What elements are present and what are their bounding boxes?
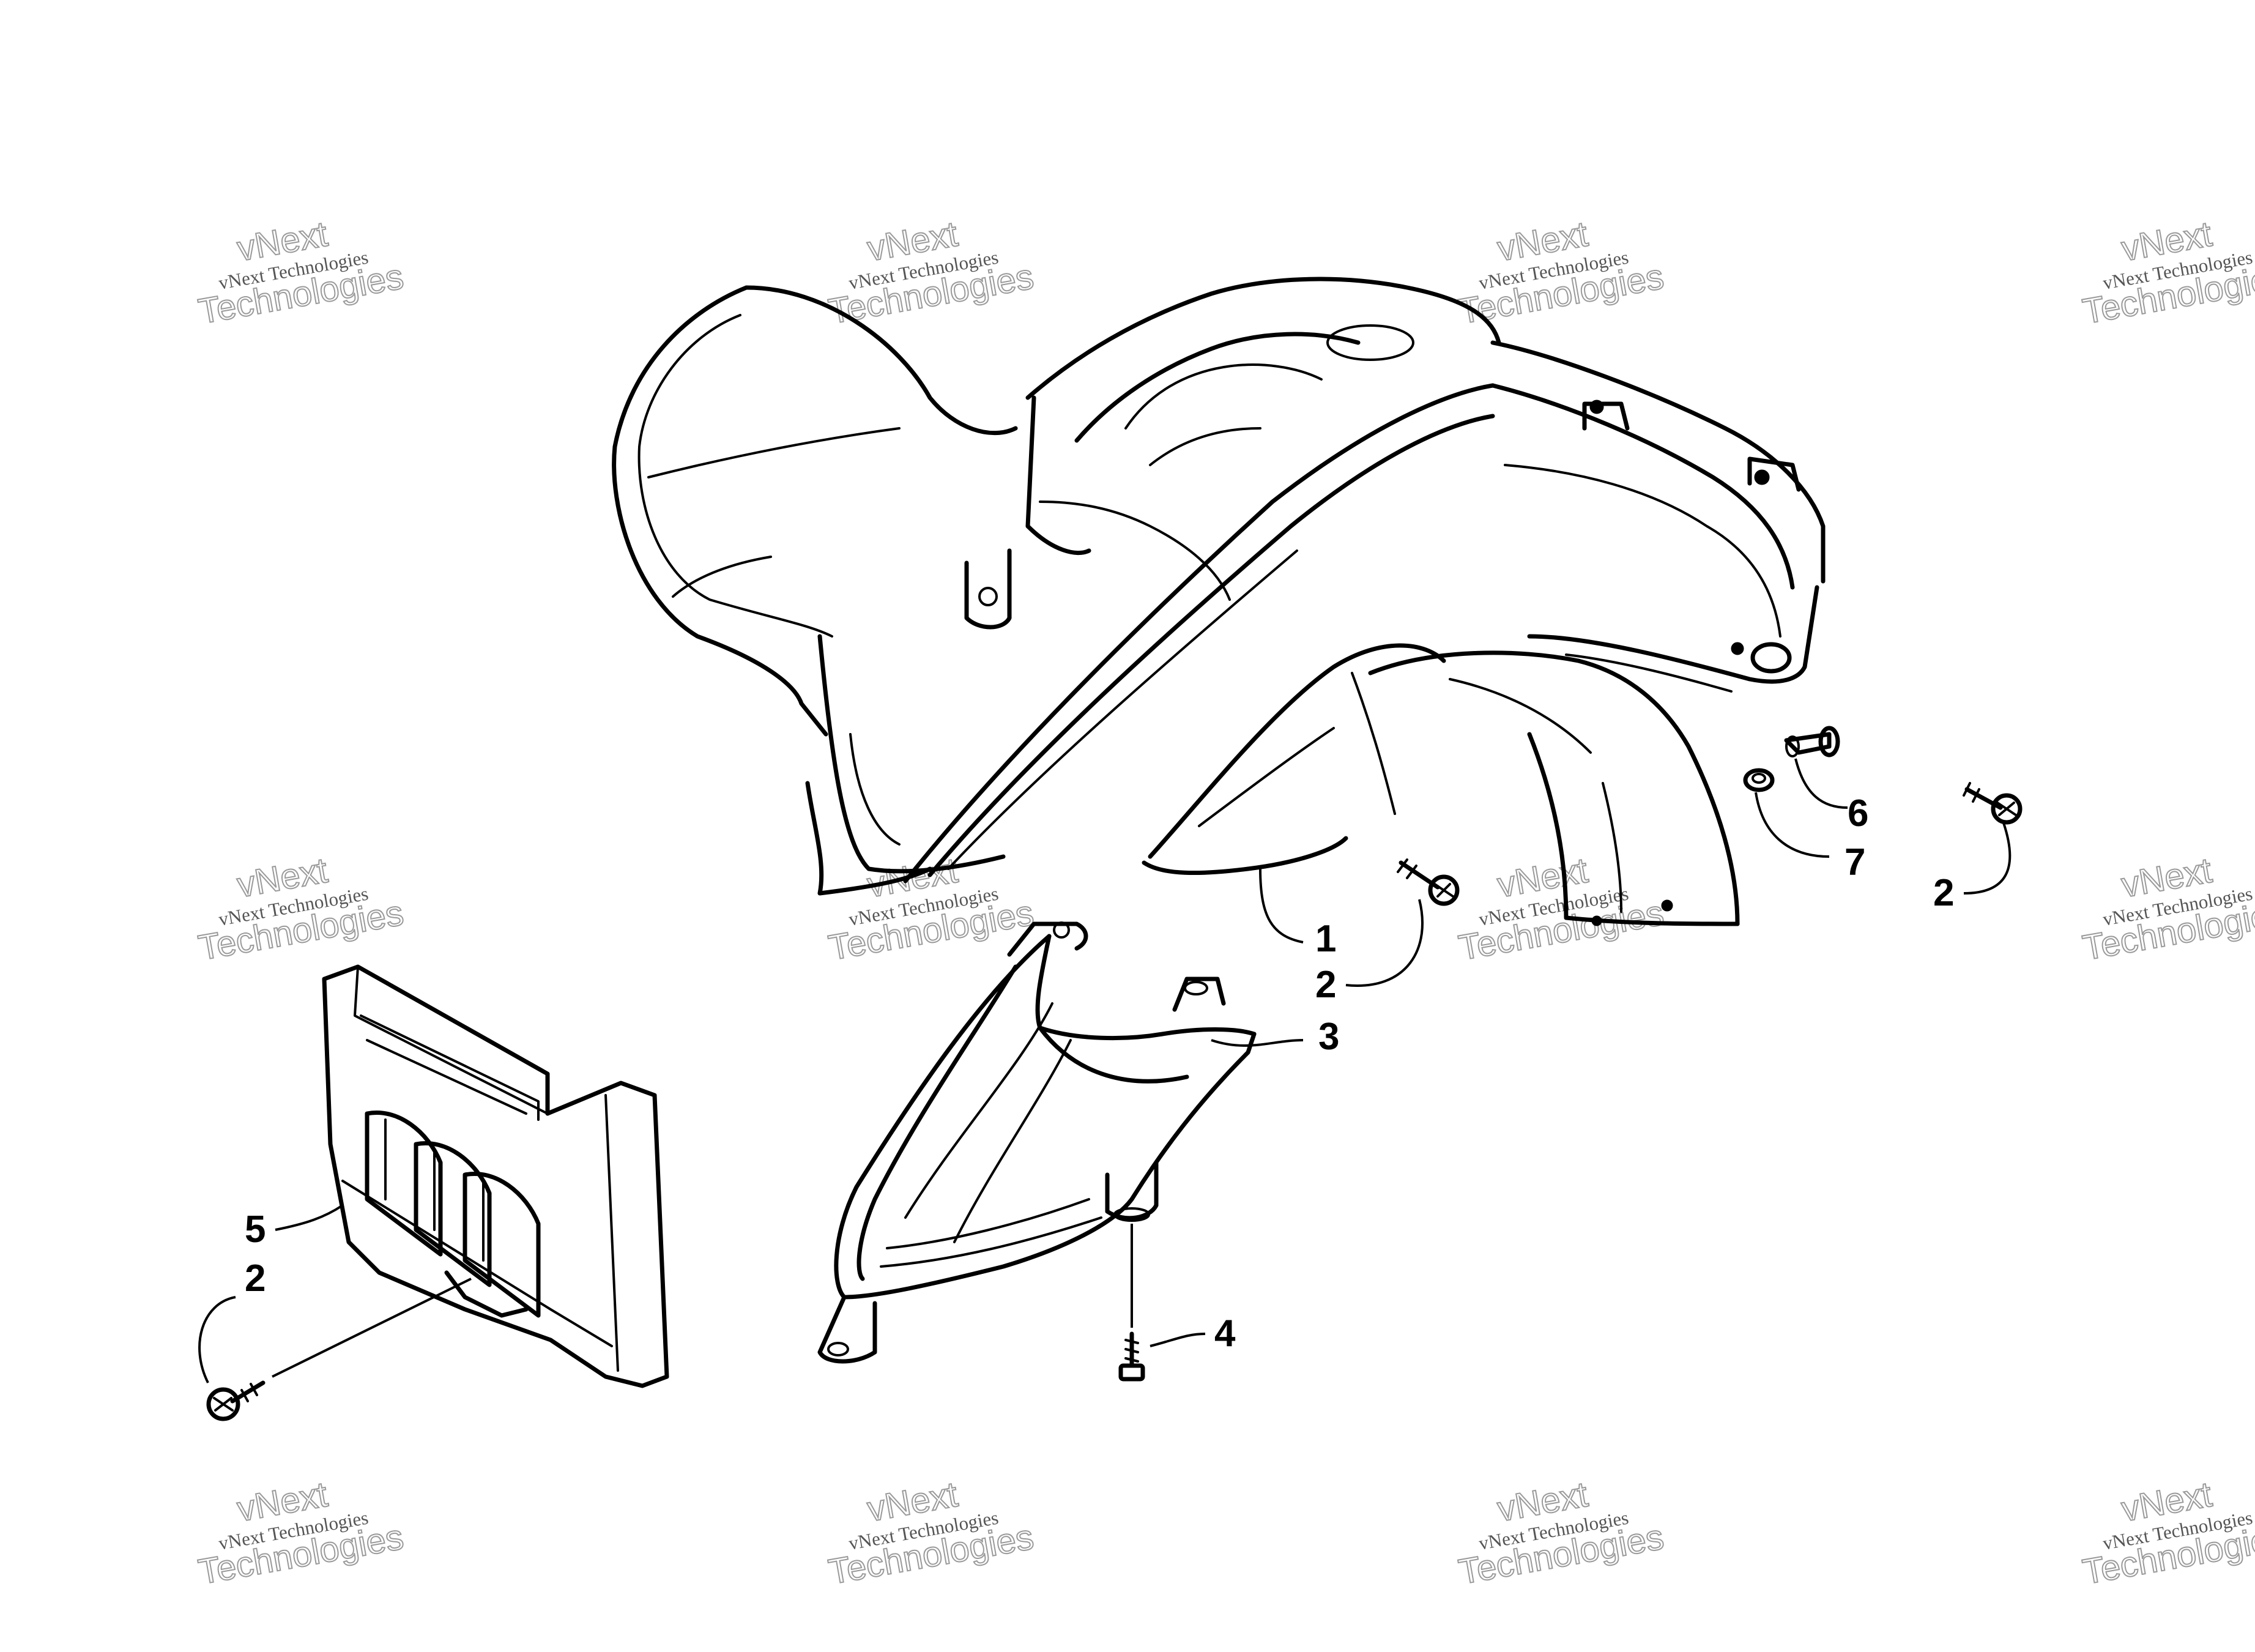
screw-icon: [1397, 858, 1460, 906]
callout-1: 1: [1315, 918, 1336, 960]
screw-icon: [206, 1380, 266, 1421]
bolt-icon: [1784, 726, 1840, 757]
callout-7: 7: [1844, 841, 1865, 884]
callout-2-left: 2: [245, 1257, 266, 1300]
nut-icon: [1743, 768, 1775, 792]
part-front-nose: [817, 921, 1257, 1364]
callout-5: 5: [245, 1208, 266, 1251]
callout-2-center: 2: [1315, 964, 1336, 1006]
callout-labels: 1 2 2 2 3 4 5 6 7: [245, 792, 1954, 1355]
watermark: vNext vNext Technologies Technologies: [195, 214, 407, 332]
watermark: vNext vNext Technologies Technologies: [1455, 1474, 1668, 1593]
watermark: vNext vNext Technologies Technologies: [825, 1474, 1038, 1593]
callout-4: 4: [1214, 1312, 1236, 1355]
watermark: vNext vNext Technologies Technologies: [825, 214, 1038, 332]
watermark: vNext vNext Technologies Technologies: [2079, 850, 2255, 969]
part-skid-panel: [322, 964, 669, 1388]
callout-2-right: 2: [1933, 872, 1954, 914]
watermark: vNext vNext Technologies Technologies: [1455, 850, 1668, 969]
watermark: vNext vNext Technologies Technologies: [195, 1474, 407, 1593]
screw-icon: [1963, 782, 2023, 825]
watermark: vNext vNext Technologies Technologies: [195, 850, 407, 969]
watermark: vNext vNext Technologies Technologies: [2079, 1474, 2255, 1593]
leader-lines: [198, 758, 2012, 1383]
watermark: vNext vNext Technologies Technologies: [2079, 214, 2255, 332]
screw-icon: [1118, 1331, 1145, 1382]
callout-6: 6: [1848, 792, 1868, 835]
part-front-body-fender: [612, 277, 1826, 926]
callout-3: 3: [1318, 1016, 1339, 1058]
